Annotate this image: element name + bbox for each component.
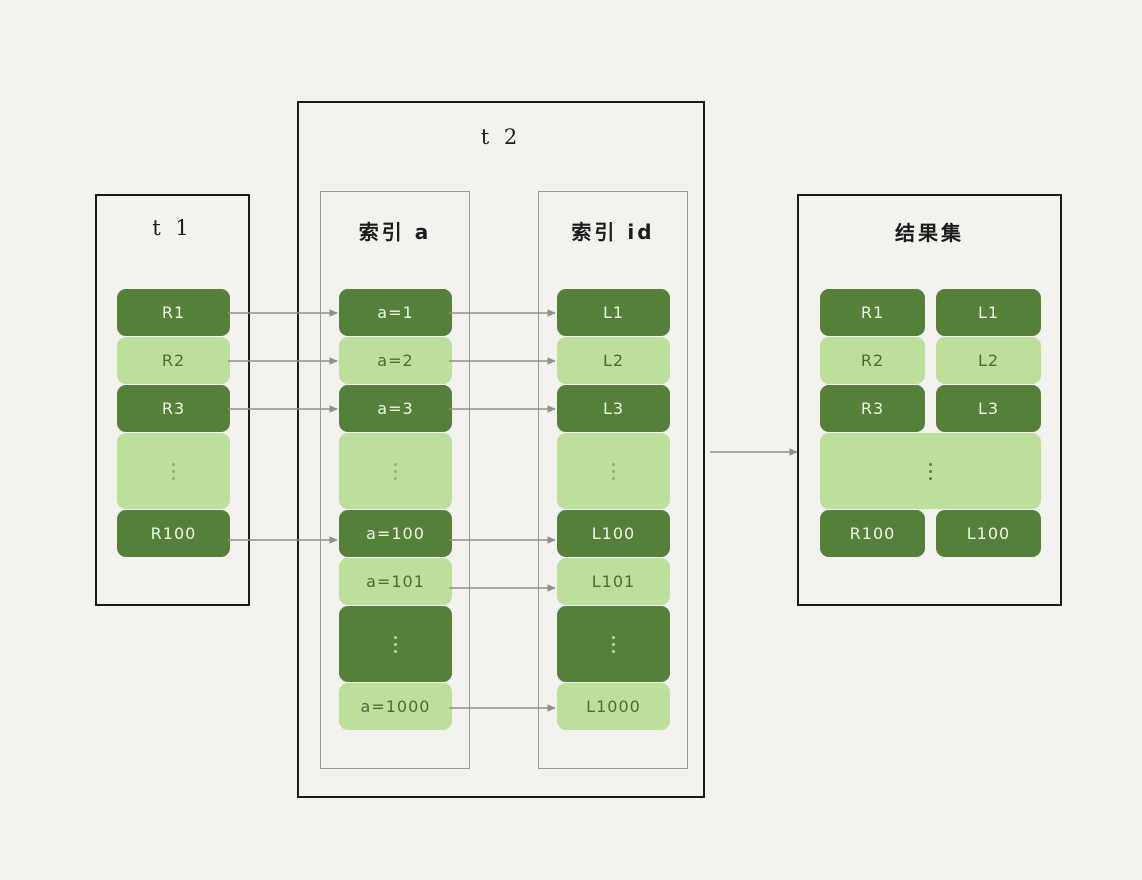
ellipsis-icon (929, 462, 932, 480)
t1-cell-label: R1 (161, 303, 186, 322)
index-a-cell: a=100 (339, 510, 452, 557)
result-set-title: 结果集 (895, 221, 964, 245)
result-set-row: R100 L100 (820, 510, 1041, 557)
ellipsis-icon (612, 635, 615, 653)
index-a-cell: a=1000 (339, 683, 452, 730)
result-set-row: R1 L1 (820, 289, 1041, 336)
ellipsis-icon (612, 462, 615, 480)
result-set-right-label: L2 (977, 351, 1000, 370)
index-a-cell: a=101 (339, 558, 452, 605)
result-set-left-label: R100 (849, 524, 896, 543)
index-a-cell-label: a=1 (377, 303, 414, 322)
index-a-cell-label: a=3 (377, 399, 414, 418)
index-a-cell: a=2 (339, 337, 452, 384)
result-set-right-label: L1 (977, 303, 1000, 322)
result-set-left-label: R1 (860, 303, 885, 322)
result-set-right-cell: L100 (936, 510, 1041, 557)
index-a-column: a=1 a=2 a=3 a=100 a=101 a=1000 (339, 289, 452, 731)
result-set-ellipsis-cell (820, 433, 1041, 509)
index-a-cell-label: a=1000 (360, 697, 431, 716)
result-set-right-label: L100 (966, 524, 1011, 543)
t1-cell: R100 (117, 510, 230, 557)
t1-cell-label: R3 (161, 399, 186, 418)
t2-box: t 2 索引 a a=1 a=2 a=3 a=100 a=101 a=1000 索引 id… (297, 101, 705, 798)
index-id-cell-label: L3 (602, 399, 625, 418)
index-id-cell: L101 (557, 558, 670, 605)
result-set-left-cell: R100 (820, 510, 925, 557)
ellipsis-icon (394, 635, 397, 653)
result-set-left-label: R3 (860, 399, 885, 418)
result-set-right-label: L3 (977, 399, 1000, 418)
ellipsis-icon (172, 462, 175, 480)
index-id-cell-label: L2 (602, 351, 625, 370)
index-id-cell-label: L101 (591, 572, 636, 591)
index-a-cell-label: a=100 (366, 524, 425, 543)
index-a-cell: a=3 (339, 385, 452, 432)
result-set-row: R3 L3 (820, 385, 1041, 432)
index-a-cell-label: a=2 (377, 351, 414, 370)
t1-cell-label: R2 (161, 351, 186, 370)
index-id-cell-label: L1000 (586, 697, 641, 716)
index-id-cell: L1 (557, 289, 670, 336)
t2-title: t 2 (480, 125, 522, 149)
t1-cell: R2 (117, 337, 230, 384)
result-set-left-cell: R1 (820, 289, 925, 336)
index-a-cell-label: a=101 (366, 572, 425, 591)
t1-cell-label: R100 (150, 524, 197, 543)
result-set-row (820, 433, 1041, 509)
index-a-box: 索引 a a=1 a=2 a=3 a=100 a=101 a=1000 (320, 191, 470, 769)
result-set-row: R2 L2 (820, 337, 1041, 384)
index-a-cell (339, 606, 452, 682)
result-set-left-label: R2 (860, 351, 885, 370)
index-a-title: 索引 a (358, 220, 432, 244)
index-id-cell-label: L1 (602, 303, 625, 322)
result-set-right-cell: L2 (936, 337, 1041, 384)
index-id-cell (557, 433, 670, 509)
index-id-cell: L3 (557, 385, 670, 432)
index-a-cell (339, 433, 452, 509)
t1-cell: R3 (117, 385, 230, 432)
index-id-cell-label: L100 (591, 524, 636, 543)
index-id-cell: L1000 (557, 683, 670, 730)
index-a-cell: a=1 (339, 289, 452, 336)
index-id-cell: L100 (557, 510, 670, 557)
result-set-right-cell: L3 (936, 385, 1041, 432)
index-id-cell (557, 606, 670, 682)
index-id-title: 索引 id (571, 220, 655, 244)
ellipsis-icon (394, 462, 397, 480)
t1-cell: R1 (117, 289, 230, 336)
index-id-cell: L2 (557, 337, 670, 384)
result-set-left-cell: R2 (820, 337, 925, 384)
t1-cell (117, 433, 230, 509)
result-set-left-cell: R3 (820, 385, 925, 432)
t1-title: t 1 (152, 216, 193, 240)
result-set-right-cell: L1 (936, 289, 1041, 336)
